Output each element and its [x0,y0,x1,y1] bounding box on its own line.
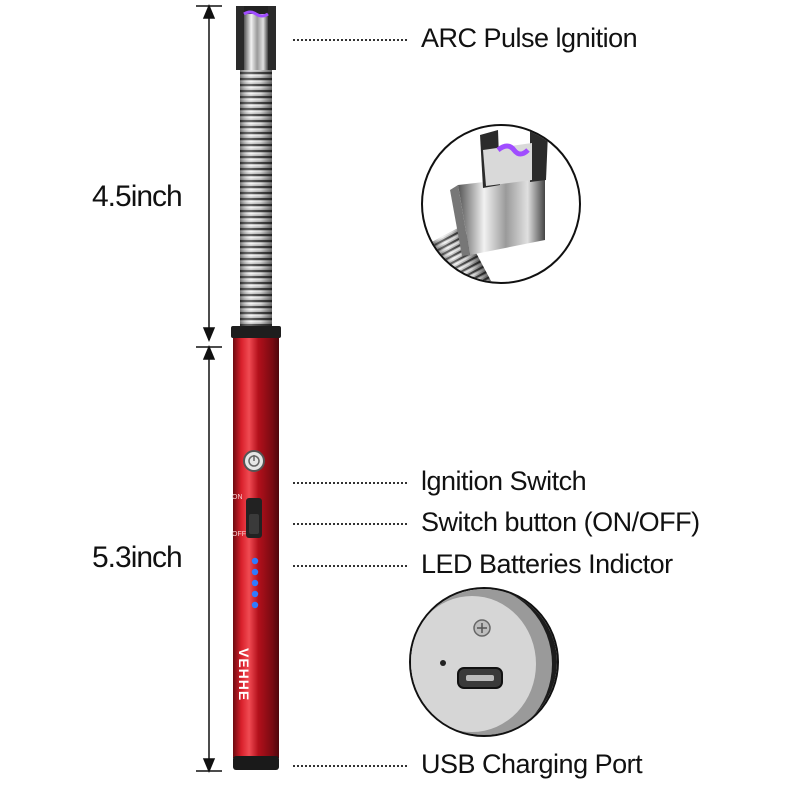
dimension-lower-label: 5.3inch [92,541,183,574]
callout-led-indicator: LED Batteries Indictor [421,549,673,579]
brand-logo-text: VEHHE [236,648,252,702]
led-dot [251,590,259,598]
usb-port-closeup [409,587,559,737]
arc-head-closeup [421,124,581,284]
callout-usb-charging-port: USB Charging Port [421,749,643,779]
led-dot [251,557,259,565]
dimension-line-lower [196,345,222,773]
dimension-upper-label: 4.5inch [92,180,183,213]
led-indicators [251,557,259,609]
dimension-line-upper [196,4,222,342]
switch-off-label: OFF [232,531,246,538]
led-dot [251,601,259,609]
callout-switch-button: Switch button (ON/OFF) [421,507,700,537]
leader-line-arc [293,39,407,41]
leader-line-led [293,565,407,567]
leader-line-switch [293,523,407,525]
lighter-body [233,338,279,770]
leader-line-usb [293,765,407,767]
led-dot [251,568,259,576]
flexible-neck [240,70,272,326]
onoff-slide-switch [246,498,262,538]
neck-collar [231,326,281,338]
led-dot [251,579,259,587]
leader-line-ignition [293,482,407,484]
ignition-head [236,6,276,70]
ignition-button [243,450,265,472]
switch-on-label: ON [232,494,243,501]
callout-ignition-switch: lgnition Switch [421,466,587,496]
callout-arc-pulse-ignition: ARC Pulse lgnition [421,23,638,53]
